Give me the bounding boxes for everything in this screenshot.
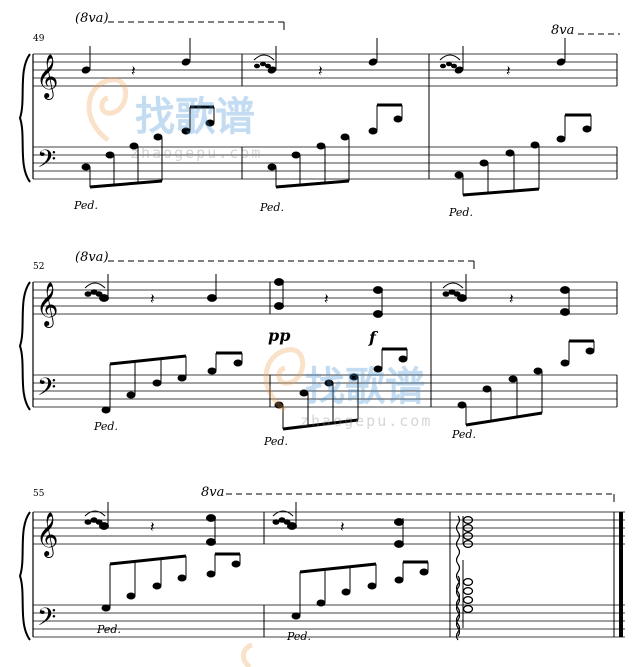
treble-notes: 𝄽 𝄽 xyxy=(84,502,474,637)
bass-staff xyxy=(33,604,625,638)
pedal-mark: Ped. xyxy=(451,428,476,441)
watermark-url: zhaogepu.com xyxy=(130,144,262,162)
music-note-logo-icon xyxy=(241,642,254,667)
watermark-text: 找歌谱 xyxy=(305,364,425,410)
treble-notes: 𝄽 𝄽 𝄽 xyxy=(81,38,566,80)
dynamic-pianissimo: pp xyxy=(268,326,290,345)
quarter-rest-icon: 𝄽 xyxy=(509,290,514,308)
arpeggio-wavy-line xyxy=(455,515,461,637)
quarter-rest-icon: 𝄽 xyxy=(150,290,155,308)
bass-clef-icon: 𝄢 xyxy=(37,603,56,638)
measure-number: 52 xyxy=(33,262,44,272)
system-2: 52 (8va) 𝄞 𝄢 𝄽 xyxy=(18,250,618,448)
treble-clef-icon: 𝄞 xyxy=(36,54,58,100)
pedal-mark: Ped. xyxy=(93,420,118,433)
bass-notes xyxy=(101,339,595,431)
ottava-mark: (8va) xyxy=(75,250,109,265)
brace xyxy=(18,281,31,411)
pedal-mark: Ped. xyxy=(259,201,284,214)
barlines xyxy=(263,512,623,637)
ottava-mark: 8va xyxy=(201,485,224,500)
pedal-mark: Ped. xyxy=(286,630,311,643)
bass-notes xyxy=(81,103,592,197)
ottava-mark: 8va xyxy=(551,23,574,38)
music-note-logo-icon xyxy=(86,77,129,143)
bass-clef-icon: 𝄢 xyxy=(37,373,56,408)
quarter-rest-icon: 𝄽 xyxy=(131,62,136,80)
barlines xyxy=(269,282,618,407)
system-3: 55 8va 𝄞 𝄢 𝄽 xyxy=(18,485,625,643)
ottava-mark: (8va) xyxy=(75,11,109,26)
pedal-mark: Ped. xyxy=(263,435,288,448)
treble-clef-icon: 𝄞 xyxy=(36,282,58,328)
music-note-logo-icon xyxy=(263,347,306,413)
watermark-url: zhaogepu.com xyxy=(300,412,432,430)
quarter-rest-icon: 𝄽 xyxy=(506,62,511,80)
measure-number: 55 xyxy=(33,489,45,499)
bass-clef-icon: 𝄢 xyxy=(37,145,56,180)
bass-staff xyxy=(33,374,617,408)
treble-staff xyxy=(33,511,625,545)
quarter-rest-icon: 𝄽 xyxy=(150,518,155,536)
brace xyxy=(18,511,31,641)
quarter-rest-icon: 𝄽 xyxy=(340,518,345,536)
treble-notes: 𝄽 𝄽 𝄽 xyxy=(84,274,570,318)
system-1: 49 (8va) 8va 𝄞 𝄢 xyxy=(18,11,620,219)
barlines xyxy=(241,54,618,179)
quarter-rest-icon: 𝄽 xyxy=(324,290,329,308)
quarter-rest-icon: 𝄽 xyxy=(318,62,323,80)
treble-staff xyxy=(33,281,617,315)
measure-number: 49 xyxy=(33,34,45,44)
treble-clef-icon: 𝄞 xyxy=(36,512,58,558)
watermark: 找歌谱 zhaogepu.com 找歌谱 zhaogepu.com xyxy=(86,77,432,667)
pedal-mark: Ped. xyxy=(448,206,473,219)
watermark-text: 找歌谱 xyxy=(135,94,255,140)
pedal-mark: Ped. xyxy=(73,199,98,212)
bass-notes xyxy=(101,552,474,641)
pedal-mark: Ped. xyxy=(96,623,121,636)
brace xyxy=(18,53,31,183)
dynamic-forte: f xyxy=(368,328,379,347)
arpeggio-wavy-line xyxy=(455,575,461,641)
treble-staff xyxy=(33,53,617,87)
